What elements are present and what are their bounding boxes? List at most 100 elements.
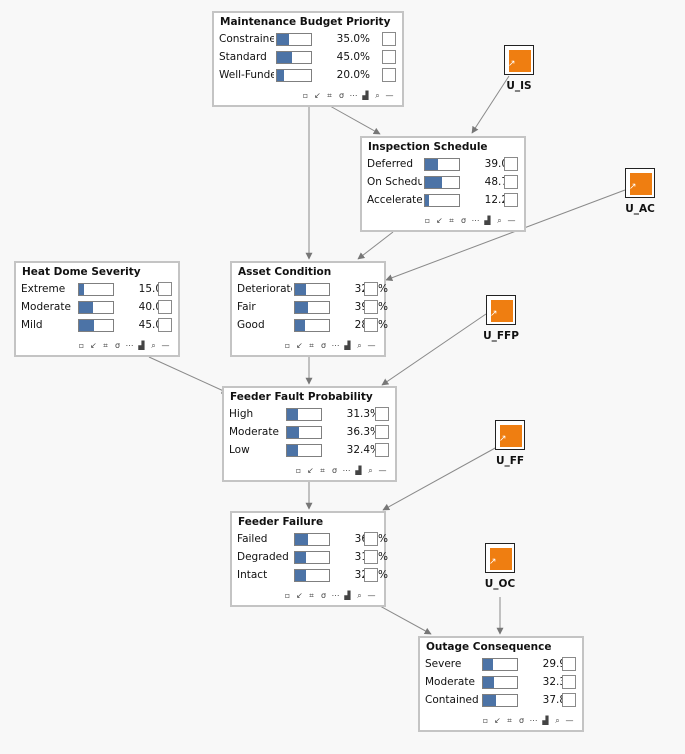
more-icon[interactable]: ⋯ xyxy=(125,341,134,350)
zoom-icon[interactable]: ⌕ xyxy=(151,341,156,350)
monitor-icon[interactable]: ▫ xyxy=(482,716,489,725)
histogram-icon[interactable]: ▟ xyxy=(484,216,491,225)
histogram-icon[interactable]: ▟ xyxy=(542,716,549,725)
evidence-checkbox[interactable] xyxy=(382,68,396,82)
evidence-checkbox[interactable] xyxy=(504,193,518,207)
evidence-checkbox[interactable] xyxy=(375,425,389,439)
evidence-checkbox[interactable] xyxy=(364,550,378,564)
evidence-checkbox[interactable] xyxy=(562,657,576,671)
monitor-icon[interactable]: ▫ xyxy=(284,591,291,600)
zoom-icon[interactable]: ⌕ xyxy=(357,591,362,600)
sigma-icon[interactable]: σ xyxy=(331,466,338,475)
histogram-icon[interactable]: ▟ xyxy=(344,341,351,350)
state-row[interactable]: Intact32.0% xyxy=(232,568,388,585)
histogram-icon[interactable]: ▟ xyxy=(355,466,362,475)
node-maintenance-budget-priority[interactable]: Maintenance Budget PriorityConstrained35… xyxy=(212,11,404,107)
state-row[interactable]: Good28.2% xyxy=(232,318,388,335)
evidence-checkbox[interactable] xyxy=(562,693,576,707)
more-icon[interactable]: ⋯ xyxy=(342,466,351,475)
monitor-icon[interactable]: ▫ xyxy=(284,341,291,350)
more-icon[interactable]: ⋯ xyxy=(331,591,340,600)
zoom-icon[interactable]: ⌕ xyxy=(357,341,362,350)
minimize-icon[interactable]: — xyxy=(565,716,574,725)
evidence-checkbox[interactable] xyxy=(562,675,576,689)
state-row[interactable]: On Schedule48.7% xyxy=(362,175,524,192)
collapse-icon[interactable]: ↙ xyxy=(296,591,303,600)
collapse-icon[interactable]: ↙ xyxy=(90,341,97,350)
node-feeder-failure[interactable]: Feeder FailureFailed36.9%Degraded31.1%In… xyxy=(230,511,388,607)
evidence-checkbox[interactable] xyxy=(382,32,396,46)
utility-node-u-ac[interactable]: ↗ U_AC xyxy=(625,168,655,215)
monitor-icon[interactable]: ▫ xyxy=(302,91,309,100)
more-icon[interactable]: ⋯ xyxy=(471,216,480,225)
evidence-checkbox[interactable] xyxy=(504,157,518,171)
zoom-icon[interactable]: ⌕ xyxy=(497,216,502,225)
state-row[interactable]: Deteriorated32.8% xyxy=(232,282,388,299)
grid-icon[interactable]: ⌗ xyxy=(309,591,314,600)
evidence-checkbox[interactable] xyxy=(364,300,378,314)
evidence-checkbox[interactable] xyxy=(504,175,518,189)
zoom-icon[interactable]: ⌕ xyxy=(368,466,373,475)
utility-node-u-is[interactable]: ↗ U_IS xyxy=(504,45,534,92)
state-row[interactable]: Well-Funded20.0% xyxy=(214,68,402,85)
collapse-icon[interactable]: ↙ xyxy=(307,466,314,475)
monitor-icon[interactable]: ▫ xyxy=(78,341,85,350)
evidence-checkbox[interactable] xyxy=(158,318,172,332)
minimize-icon[interactable]: — xyxy=(161,341,170,350)
minimize-icon[interactable]: — xyxy=(378,466,387,475)
evidence-checkbox[interactable] xyxy=(158,282,172,296)
grid-icon[interactable]: ⌗ xyxy=(103,341,108,350)
grid-icon[interactable]: ⌗ xyxy=(309,341,314,350)
grid-icon[interactable]: ⌗ xyxy=(449,216,454,225)
evidence-checkbox[interactable] xyxy=(364,568,378,582)
utility-node-u-ffp[interactable]: ↗ U_FFP xyxy=(483,295,519,342)
collapse-icon[interactable]: ↙ xyxy=(436,216,443,225)
sigma-icon[interactable]: σ xyxy=(338,91,345,100)
minimize-icon[interactable]: — xyxy=(507,216,516,225)
sigma-icon[interactable]: σ xyxy=(114,341,121,350)
evidence-checkbox[interactable] xyxy=(375,443,389,457)
state-row[interactable]: Fair39.0% xyxy=(232,300,388,317)
grid-icon[interactable]: ⌗ xyxy=(320,466,325,475)
evidence-checkbox[interactable] xyxy=(158,300,172,314)
minimize-icon[interactable]: — xyxy=(367,341,376,350)
minimize-icon[interactable]: — xyxy=(367,591,376,600)
more-icon[interactable]: ⋯ xyxy=(331,341,340,350)
state-row[interactable]: Accelerated12.2% xyxy=(362,193,524,210)
evidence-checkbox[interactable] xyxy=(364,282,378,296)
evidence-checkbox[interactable] xyxy=(364,318,378,332)
histogram-icon[interactable]: ▟ xyxy=(138,341,145,350)
collapse-icon[interactable]: ↙ xyxy=(314,91,321,100)
monitor-icon[interactable]: ▫ xyxy=(424,216,431,225)
sigma-icon[interactable]: σ xyxy=(518,716,525,725)
more-icon[interactable]: ⋯ xyxy=(349,91,358,100)
more-icon[interactable]: ⋯ xyxy=(529,716,538,725)
grid-icon[interactable]: ⌗ xyxy=(507,716,512,725)
zoom-icon[interactable]: ⌕ xyxy=(375,91,380,100)
collapse-icon[interactable]: ↙ xyxy=(494,716,501,725)
sigma-icon[interactable]: σ xyxy=(460,216,467,225)
evidence-checkbox[interactable] xyxy=(382,50,396,64)
state-row[interactable]: Degraded31.1% xyxy=(232,550,388,567)
sigma-icon[interactable]: σ xyxy=(320,341,327,350)
zoom-icon[interactable]: ⌕ xyxy=(555,716,560,725)
utility-node-u-ff[interactable]: ↗ U_FF xyxy=(495,420,525,467)
sigma-icon[interactable]: σ xyxy=(320,591,327,600)
utility-node-u-oc[interactable]: ↗ U_OC xyxy=(485,543,515,590)
histogram-icon[interactable]: ▟ xyxy=(344,591,351,600)
